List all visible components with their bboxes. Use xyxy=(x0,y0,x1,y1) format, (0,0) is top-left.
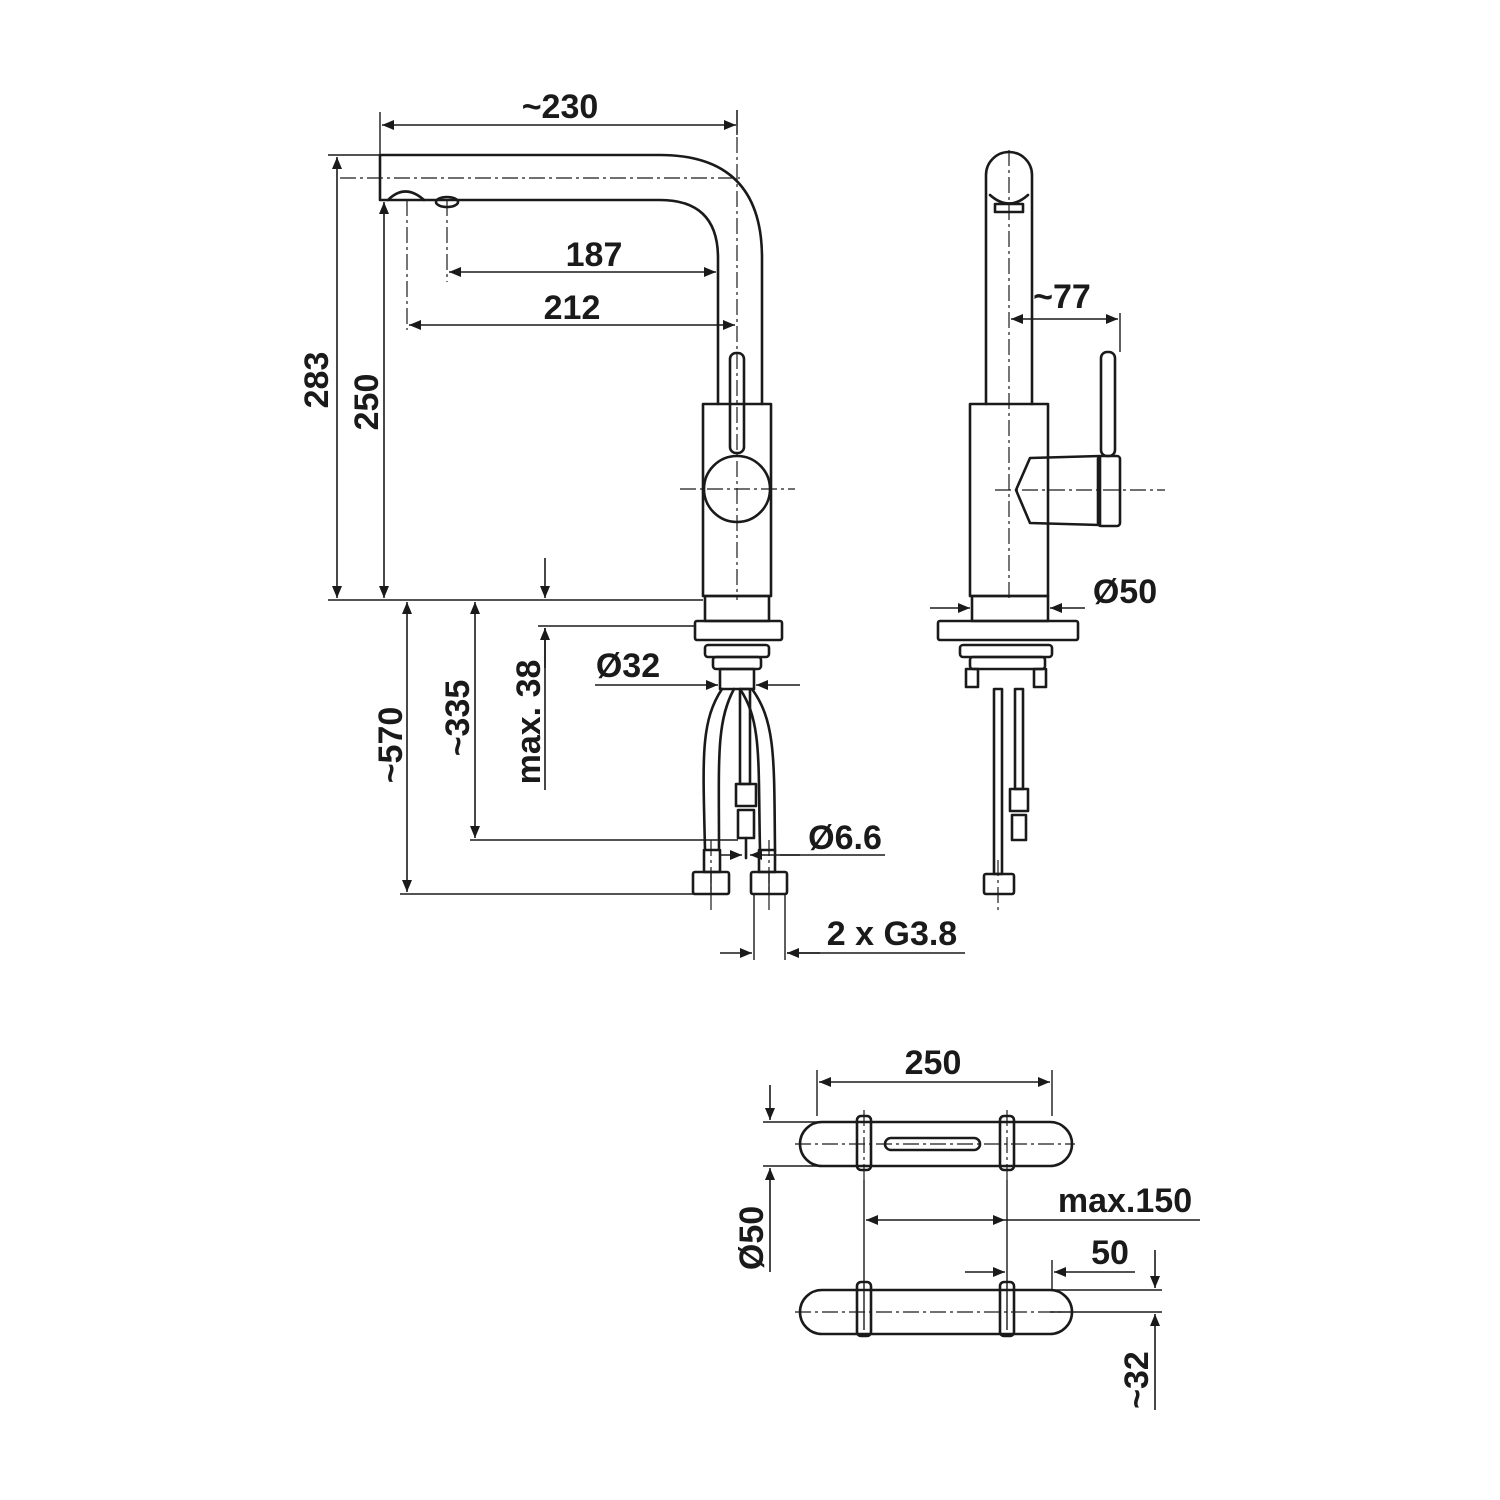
dim-hose-length: ~335 xyxy=(439,680,477,757)
dim-max-deck: max. 38 xyxy=(510,660,548,785)
dim-plan-diameter: Ø50 xyxy=(733,1206,771,1270)
dim-lever-offset: ~77 xyxy=(1033,278,1091,316)
dim-pipe-length: ~570 xyxy=(372,707,410,784)
dim-plan-length: 250 xyxy=(905,1044,962,1082)
lever-handle xyxy=(1014,454,1102,527)
front-view: ~77 Ø50 xyxy=(930,150,1165,912)
dim-shank-dia: Ø32 xyxy=(596,647,660,685)
dim-aerator-to-axis: 187 xyxy=(566,236,623,274)
dim-plan-max-spacing: max.150 xyxy=(1058,1182,1192,1220)
dim-plan-offset: ~32 xyxy=(1118,1351,1156,1409)
dim-spout-reach: ~230 xyxy=(522,88,599,126)
dim-outlet-to-axis: 212 xyxy=(544,289,601,327)
dim-outlet-height: 250 xyxy=(348,374,386,431)
dim-connection: 2 x G3.8 xyxy=(827,915,957,953)
spout-outline xyxy=(378,153,764,406)
mounting-bar-bottom xyxy=(798,1288,1074,1336)
dim-total-height: 283 xyxy=(298,352,336,409)
mounting-bar-top xyxy=(798,1120,1074,1168)
side-view: ~230 187 212 283 250 ~570 ~335 max. 38 Ø… xyxy=(298,88,965,960)
dim-base-dia: Ø50 xyxy=(1093,573,1157,611)
dim-hose-dia: Ø6.6 xyxy=(808,819,882,857)
dim-plan-clearance: 50 xyxy=(1091,1234,1129,1272)
plan-view: 250 Ø50 max.150 50 ~32 xyxy=(733,1044,1200,1410)
